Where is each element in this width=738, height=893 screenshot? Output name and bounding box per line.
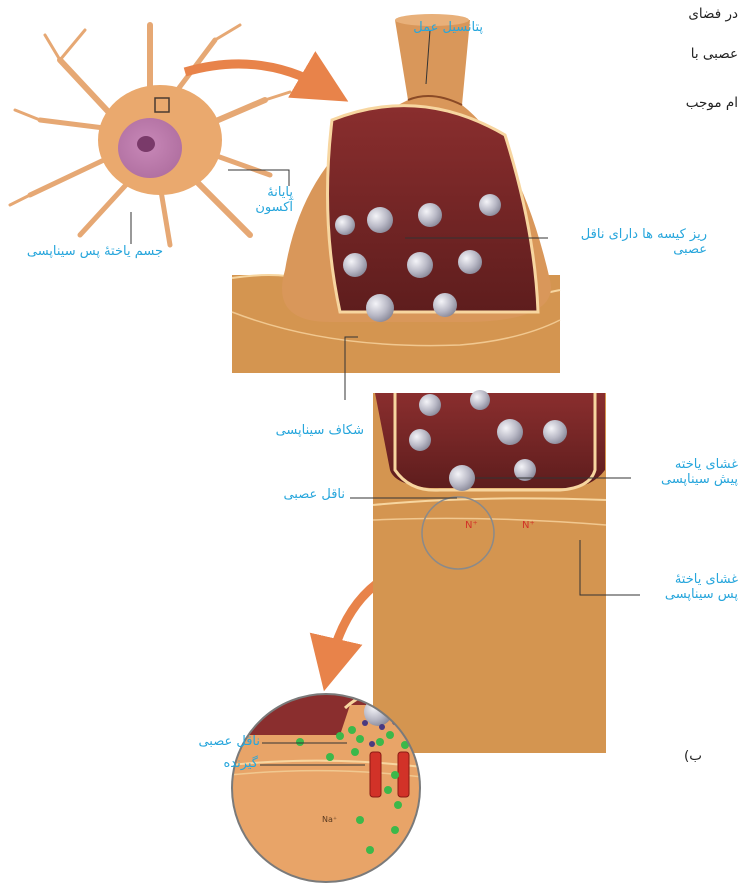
label-action-potential: پتانسیل عمل: [413, 21, 483, 36]
na-ion-icon: N⁺: [465, 520, 478, 531]
neuron-illustration: [10, 25, 290, 245]
label-presynaptic-membrane: غشای یاخته پیش سیناپسی: [661, 458, 738, 488]
label-synaptic-cleft: شکاف سیناپسی: [276, 424, 364, 439]
label-postsynaptic-cell-body: جسم یاختهٔ پس سیناپسی: [27, 245, 163, 260]
figure-letter-b: ب): [684, 748, 702, 764]
label-neurotransmitter-bottom: ناقل عصبی: [198, 735, 260, 750]
label-vesicles: ریز کیسه ها دارای ناقل عصبی: [581, 228, 707, 258]
label-axon-terminal: پایانهٔ آکسون: [255, 186, 293, 216]
label-postsynaptic-membrane: غشای یاختهٔ پس سیناپسی: [665, 573, 738, 603]
label-receptor: گیرنده: [223, 757, 258, 772]
arrow-top: [185, 64, 325, 88]
sodium-ion-label: Na⁺: [322, 815, 337, 824]
zoomed-synapse-panel: N⁺ N⁺: [373, 390, 606, 753]
label-neurotransmitter-mid: ناقل عصبی: [283, 488, 345, 503]
na-ion-icon-2: N⁺: [522, 520, 535, 531]
